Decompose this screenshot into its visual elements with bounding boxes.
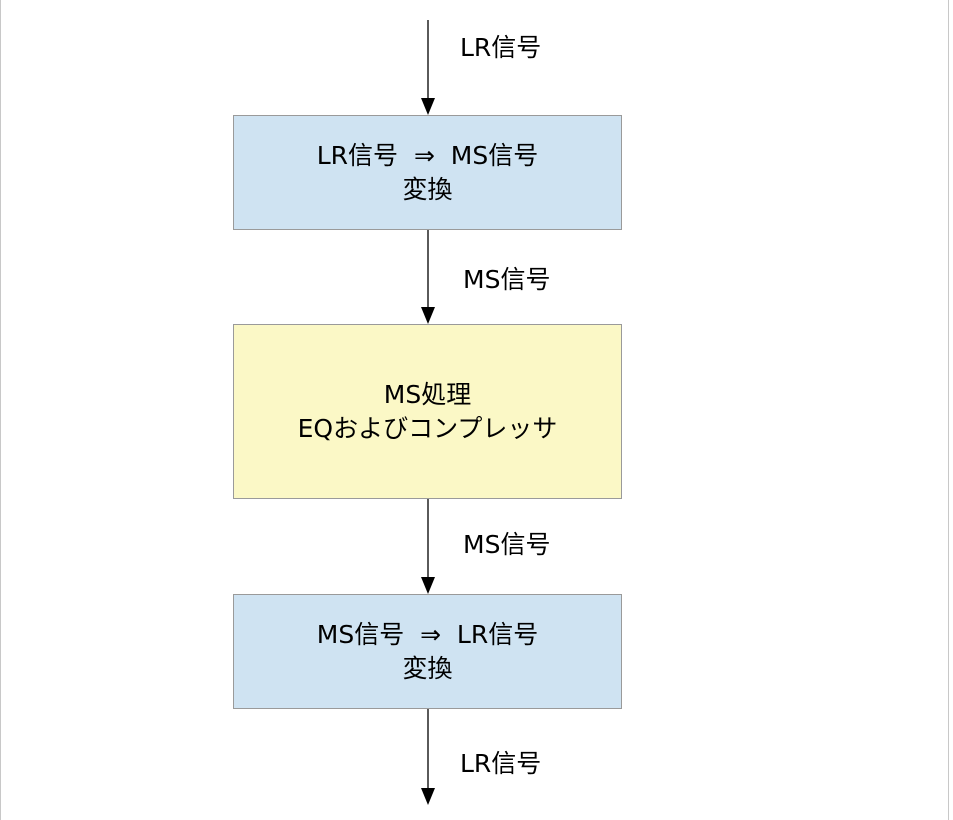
lr-to-ms-conversion-box: LR信号 ⇒ MS信号 変換 — [233, 115, 622, 230]
ms-to-lr-conversion-box: MS信号 ⇒ LR信号 変換 — [233, 594, 622, 709]
arrow-1-head — [421, 98, 435, 115]
arrow-4-head — [421, 788, 435, 805]
box-line: EQおよびコンプレッサ — [297, 413, 558, 443]
box-line: 変換 — [402, 174, 453, 204]
signal-label-lr-out: LR信号 — [460, 749, 542, 778]
box-line: LR信号 ⇒ MS信号 — [316, 140, 539, 170]
box-line: MS信号 ⇒ LR信号 — [316, 619, 539, 649]
signal-label-ms-2: MS信号 — [463, 530, 551, 559]
signal-label-lr-in: LR信号 — [460, 33, 542, 62]
arrow-3-head — [421, 577, 435, 594]
box-line: 変換 — [402, 653, 453, 683]
signal-label-ms-1: MS信号 — [463, 265, 551, 294]
arrow-2-head — [421, 307, 435, 324]
box-line: MS処理 — [383, 379, 472, 409]
ms-processing-box: MS処理 EQおよびコンプレッサ — [233, 324, 622, 499]
